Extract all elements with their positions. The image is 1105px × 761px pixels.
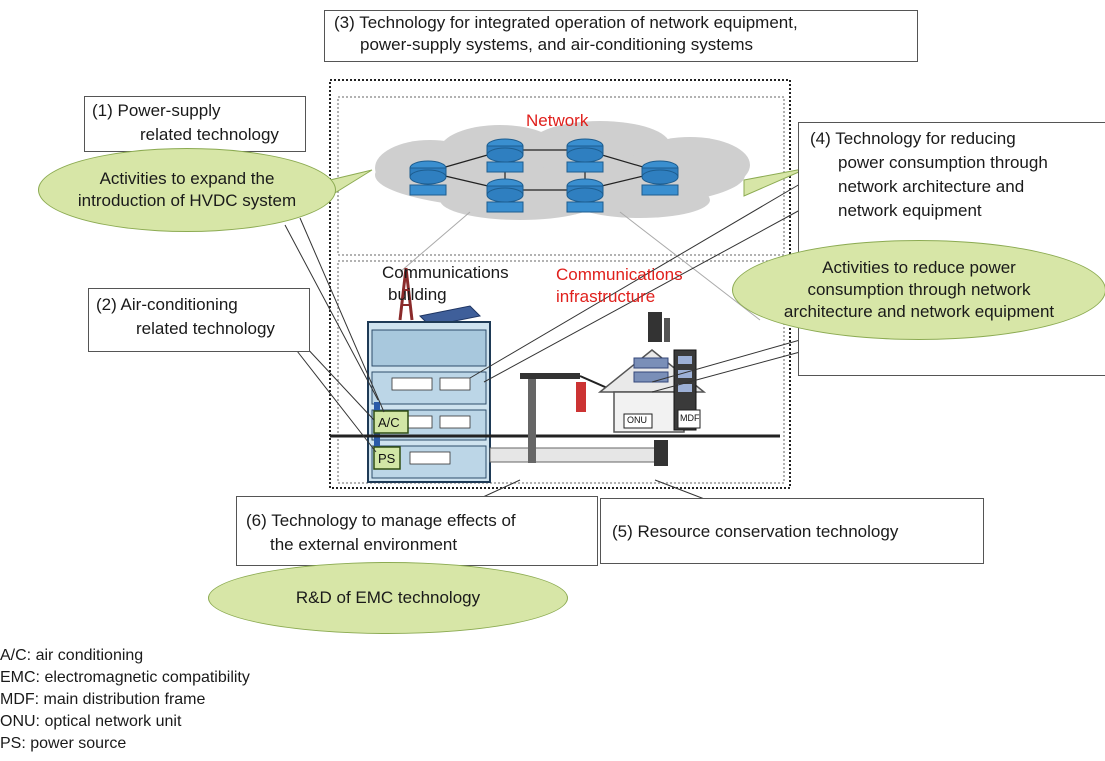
router-icon xyxy=(486,178,524,213)
infrastructure-label-line2: infrastructure xyxy=(556,287,656,306)
router-icon xyxy=(566,138,604,173)
activity-emc: R&D of EMC technology xyxy=(208,562,568,634)
router-icon xyxy=(409,160,447,196)
abbreviation-item: A/C: air conditioning xyxy=(0,647,144,664)
infrastructure-zone-frame xyxy=(337,260,785,484)
callout-tech4-line4: network equipment xyxy=(838,201,982,220)
abbreviation-item: PS: power source xyxy=(0,735,127,752)
mdf-label: MDF xyxy=(680,413,700,423)
callout-tech3-line2: power-supply systems, and air-conditioni… xyxy=(360,35,754,54)
callout-tech4-line2: power consumption through xyxy=(838,153,1048,172)
callout-tech5 xyxy=(600,498,984,564)
building-label-line2: building xyxy=(388,285,447,304)
callout-tech4-line3: network architecture and xyxy=(838,177,1025,196)
abbreviation-item: ONU: optical network unit xyxy=(0,713,182,730)
activity-power-line1: Activities to reduce power xyxy=(822,258,1016,277)
callout-tech3-line1: (3) Technology for integrated operation … xyxy=(334,13,798,32)
callout-tech3 xyxy=(324,10,918,62)
callout-tech2-line1: (2) Air-conditioning xyxy=(96,295,238,314)
ps-label: PS xyxy=(378,451,396,466)
router-icon xyxy=(641,160,679,196)
activity-power-line3: architecture and network equipment xyxy=(783,302,1055,321)
hvdc-pointer xyxy=(329,169,373,197)
mdf-box xyxy=(677,409,701,429)
communications-building-icon xyxy=(367,267,491,483)
network-activity-pointer xyxy=(743,167,809,197)
callout-tech1 xyxy=(84,96,306,152)
activity-hvdc-line2: introduction of HVDC system xyxy=(77,191,297,210)
callout-tech6-line2: the external environment xyxy=(270,535,458,554)
underground-cable xyxy=(489,447,661,463)
callout-tech1-line2: related technology xyxy=(140,125,279,144)
onu-box xyxy=(623,413,653,429)
callout-tech4-line1: (4) Technology for reducing xyxy=(810,129,1016,148)
abbreviation-item: EMC: electromagnetic compatibility xyxy=(0,669,250,686)
network-label: Network xyxy=(526,111,589,130)
ps-unit-box xyxy=(373,446,401,470)
ac-unit-box xyxy=(373,410,409,434)
infrastructure-label-line1: Communications xyxy=(556,265,683,284)
callout-tech2-line2: related technology xyxy=(136,319,275,338)
ac-label: A/C xyxy=(378,415,400,430)
activity-emc-text: R&D of EMC technology xyxy=(295,588,481,607)
onu-label: ONU xyxy=(627,415,647,425)
callout-tech6-line1: (6) Technology to manage effects of xyxy=(246,511,516,530)
callout-tech5-text: (5) Resource conservation technology xyxy=(612,522,899,541)
activity-power-line2: consumption through network xyxy=(807,280,1031,299)
callout-tech1-line1: (1) Power-supply xyxy=(92,101,221,120)
router-icon xyxy=(486,138,524,173)
callout-tech6 xyxy=(236,496,598,566)
activity-hvdc: Activities to expand the introduction of… xyxy=(38,148,336,232)
building-label-line1: Communications xyxy=(382,263,509,282)
activity-power-reduction: Activities to reduce power consumption t… xyxy=(732,240,1105,340)
router-icon xyxy=(566,178,604,213)
callout-tech2 xyxy=(88,288,310,352)
activity-hvdc-line1: Activities to expand the xyxy=(99,169,275,188)
abbreviation-item: MDF: main distribution frame xyxy=(0,691,206,708)
